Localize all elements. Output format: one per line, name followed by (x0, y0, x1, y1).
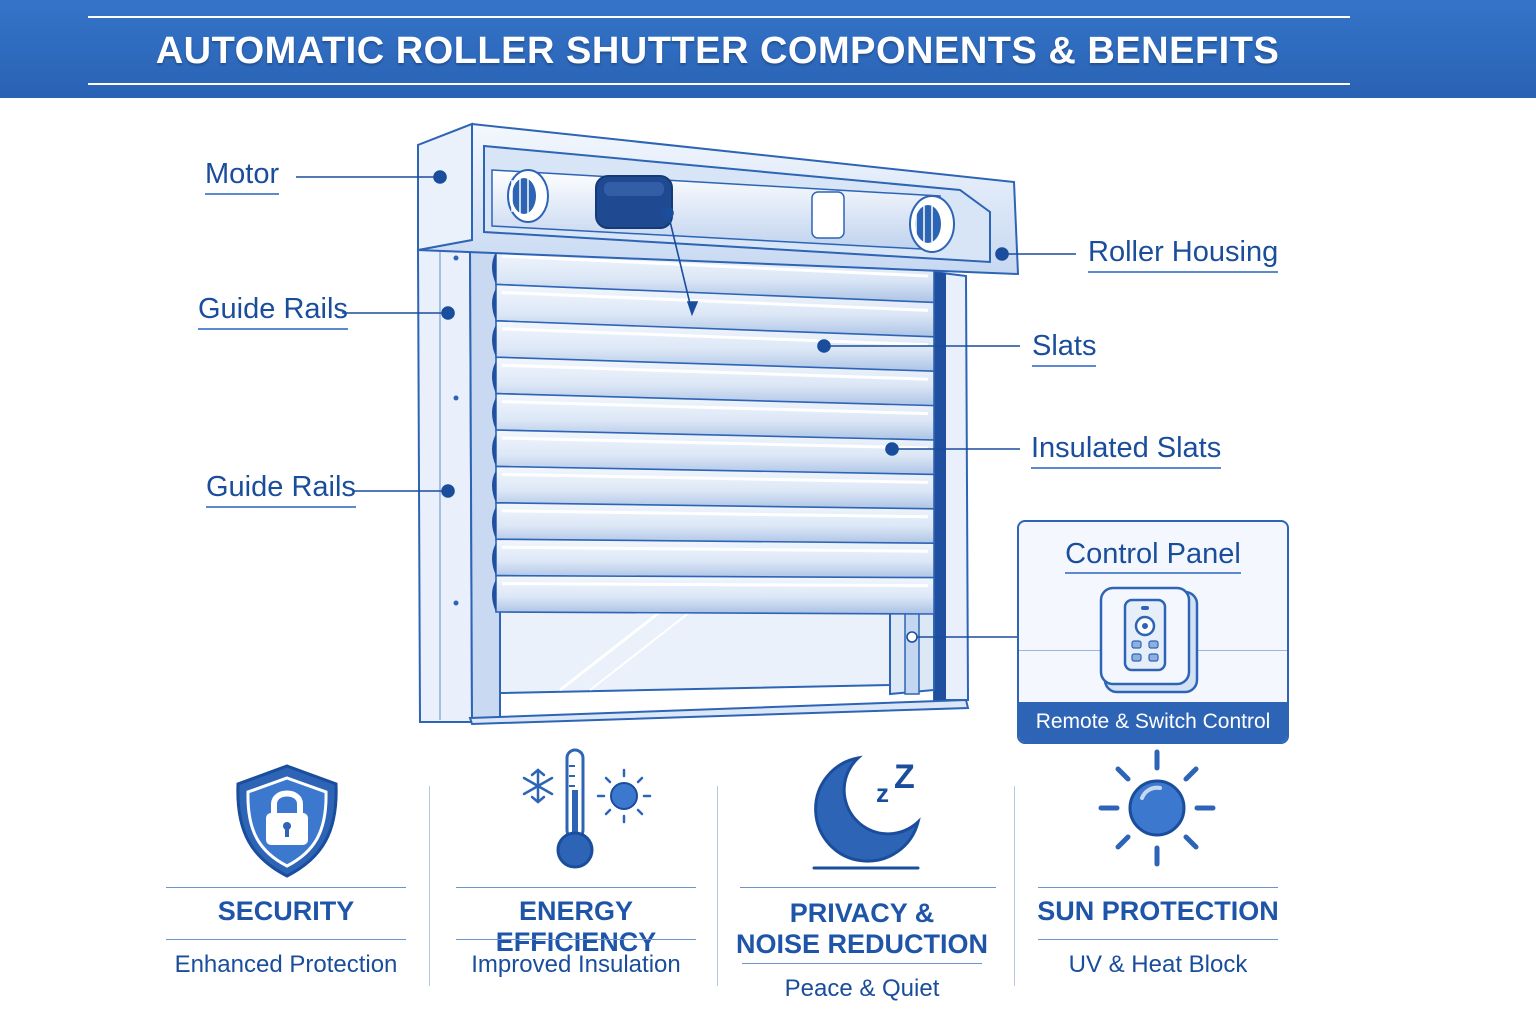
shield-lock-icon (236, 764, 338, 878)
benefit-desc: Improved Insulation (471, 951, 681, 978)
right-guide-rail (933, 270, 970, 701)
benefit-desc: UV & Heat Block (1068, 951, 1248, 978)
slat (495, 501, 935, 547)
benefit-name: PRIVACY &NOISE REDUCTION (735, 898, 989, 959)
guide-rails-label-lower: Guide Rails (206, 471, 356, 508)
shutter-slats (492, 247, 935, 615)
benefit-name: ENERGY EFFICIENCY (495, 896, 657, 957)
header-banner: AUTOMATIC ROLLER SHUTTER COMPONENTS & BE… (0, 0, 1536, 98)
benefit-name: SUN PROTECTION (1037, 896, 1279, 926)
window-glass (499, 594, 935, 696)
slat-edge (492, 434, 496, 467)
wall-switch-icon (1099, 586, 1199, 694)
slat-edge (492, 324, 496, 358)
sun-icon (1098, 749, 1216, 867)
slat (495, 574, 935, 615)
motor-label: Motor (205, 158, 280, 195)
slat-edge (492, 288, 496, 321)
svg-text:Z: Z (894, 758, 915, 796)
slat-highlight (501, 400, 929, 416)
benefit-name: SECURITY (217, 896, 355, 926)
divider (1014, 786, 1015, 986)
slat (495, 538, 935, 581)
slat-highlight (501, 545, 929, 553)
slat-highlight (501, 472, 929, 484)
slat-highlight (501, 290, 929, 312)
control-panel-title: Control Panel (1065, 538, 1241, 574)
callout-lines (296, 170, 1076, 643)
slat-highlight (501, 436, 929, 450)
slat-edge (492, 252, 496, 285)
roller-housing (417, 122, 1020, 276)
slat-edge (492, 579, 496, 612)
slat-edge (492, 397, 496, 430)
slat-edge (492, 361, 496, 394)
page-title: AUTOMATIC ROLLER SHUTTER COMPONENTS & BE… (155, 30, 1280, 72)
thermometer-icon (522, 748, 652, 869)
svg-text:z: z (876, 778, 889, 808)
header-rule-top (88, 16, 1350, 18)
slat-edge (492, 543, 496, 576)
roller-housing-label: Roller Housing (1088, 236, 1279, 273)
slat-highlight (501, 363, 929, 381)
slat-highlight (501, 327, 929, 347)
control-panel-caption: Remote & Switch Control (1019, 702, 1287, 742)
slat-highlight (501, 582, 929, 588)
roller-shutter-diagram (296, 122, 1076, 726)
slat-highlight (501, 509, 929, 519)
small-sun-icon (596, 768, 652, 824)
divider (429, 786, 430, 986)
slats-label: Slats (1032, 330, 1097, 367)
slat-edge (492, 506, 496, 540)
slat-highlight (501, 254, 929, 278)
header-rule-bottom (88, 83, 1350, 85)
control-panel-box: Control Panel Remote & Switch Control (1017, 520, 1289, 744)
insulated-slats-label: Insulated Slats (1031, 432, 1222, 469)
benefit-desc: Enhanced Protection (174, 951, 398, 978)
benefit-desc: Peace & Quiet (784, 975, 940, 1002)
divider (717, 786, 718, 986)
slat-edge (492, 470, 496, 503)
snowflake-icon (522, 768, 554, 804)
moon-icon: z Z (812, 755, 921, 870)
guide-rails-label-upper: Guide Rails (198, 293, 348, 330)
